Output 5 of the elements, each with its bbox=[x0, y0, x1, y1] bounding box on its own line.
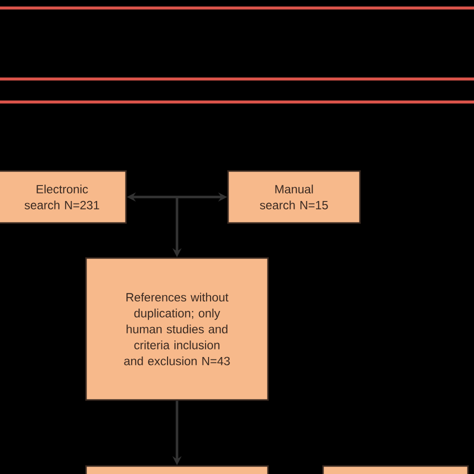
process-box bbox=[322, 465, 469, 474]
process-box: Manual search N=15 bbox=[227, 170, 361, 224]
process-box bbox=[85, 465, 269, 474]
process-box: References without duplication; only human studies and criteria inclusion and exclusion N=43 bbox=[85, 257, 269, 401]
process-box: Electronic search N=231 bbox=[0, 170, 127, 224]
